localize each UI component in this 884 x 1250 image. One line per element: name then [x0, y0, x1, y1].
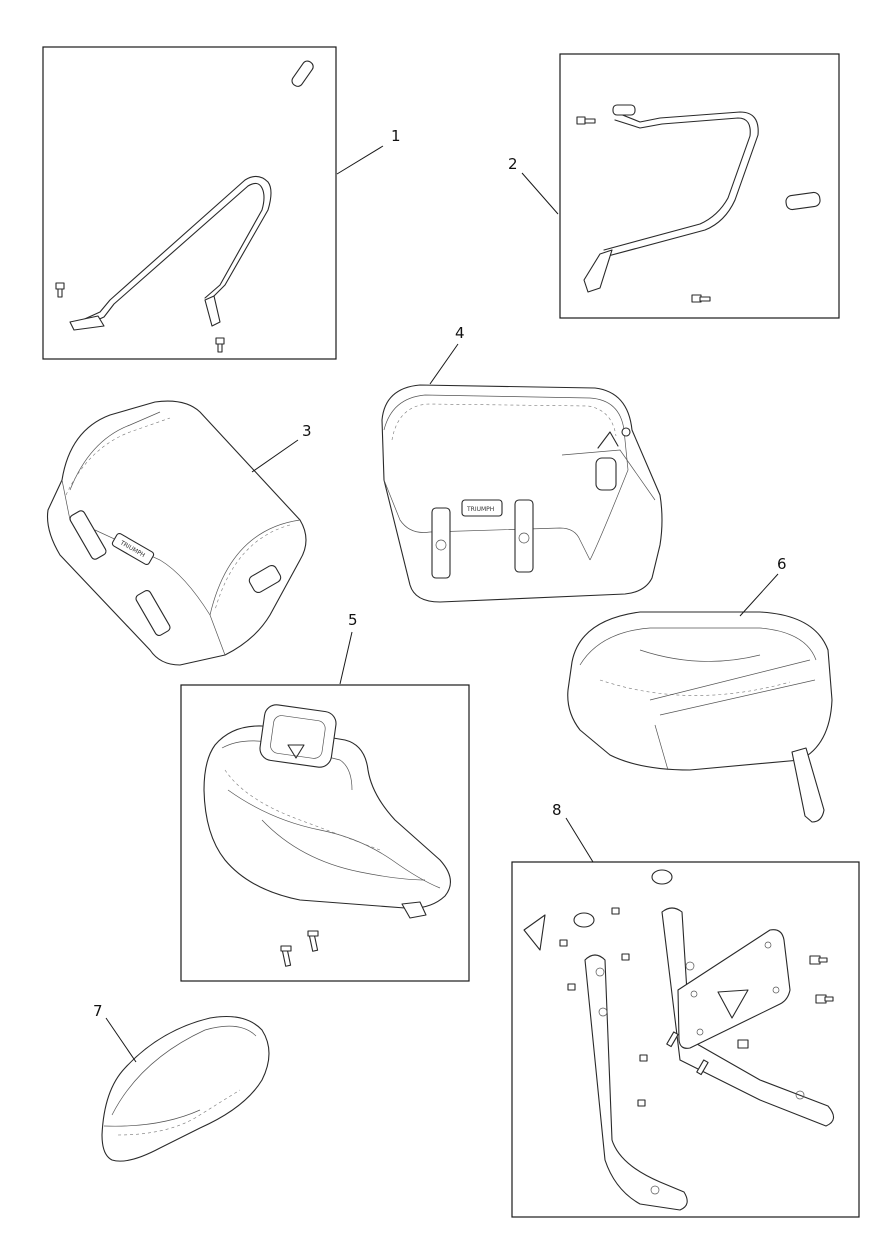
part-8-left-upright — [584, 954, 688, 1211]
part-4-badge — [461, 499, 503, 517]
callout-5-leader — [339, 631, 353, 685]
part-2-bolt-a — [576, 116, 596, 125]
part-8-plate — [677, 929, 791, 1049]
part-4-pannier: TRIUMPH — [381, 384, 663, 603]
part-4-strap-b — [514, 499, 534, 573]
part-4-body — [381, 384, 663, 603]
part-2-bar — [607, 111, 759, 257]
part-3-badge — [111, 532, 155, 566]
part-6-body — [567, 611, 833, 771]
callout-4-label: 4 — [455, 324, 465, 342]
part-8-cap-a — [651, 869, 673, 885]
part-8-frame — [511, 861, 860, 1218]
callout-6-leader — [739, 573, 779, 617]
callout-6-label: 6 — [777, 555, 787, 573]
part-4-reflector — [595, 457, 617, 491]
part-1-mount-plate — [69, 315, 105, 331]
part-3-body — [46, 400, 307, 666]
part-2-frame — [559, 53, 840, 319]
part-2-end-lug — [612, 104, 636, 116]
part-2-bolt-b — [691, 294, 711, 303]
callout-1-label: 1 — [391, 127, 401, 145]
part-8-group — [511, 861, 860, 1218]
part-3-reflector — [248, 564, 282, 594]
part-3-strap-a — [69, 510, 107, 560]
part-1-bolt-a — [55, 282, 65, 298]
part-3-strap-b — [135, 589, 171, 637]
callout-7-leader — [105, 1017, 137, 1063]
part-5-bolt-b — [307, 930, 319, 952]
part-4-badge-text: TRIUMPH — [466, 506, 494, 513]
part-6-seat — [567, 611, 833, 823]
part-8-bolts — [559, 907, 834, 1107]
part-5-backrest — [259, 704, 337, 768]
part-1-group — [42, 46, 337, 360]
part-8-right-upright — [661, 907, 835, 1127]
part-4-d-ring — [597, 431, 619, 449]
callout-8-leader — [565, 817, 594, 863]
part-7-body — [101, 1015, 270, 1162]
callout-2-leader — [521, 172, 559, 215]
part-2-pad — [785, 191, 821, 211]
part-3-pannier: TRIUMPH — [46, 400, 307, 666]
part-5-mount — [401, 901, 427, 919]
callout-1-leader — [336, 145, 384, 175]
part-5-triangle-logo — [287, 744, 305, 759]
callout-4-leader — [429, 343, 459, 385]
callout-3-label: 3 — [302, 422, 312, 440]
part-5-seat — [203, 725, 451, 909]
callout-2-label: 2 — [508, 155, 518, 173]
part-1-frame — [42, 46, 337, 360]
part-1-pad — [291, 60, 314, 87]
part-1-bar — [77, 175, 272, 323]
part-1-lower-mount — [204, 295, 221, 327]
callout-8-label: 8 — [552, 801, 562, 819]
part-8-cap-b — [573, 912, 595, 928]
part-8-triangle — [523, 914, 546, 951]
part-2-mount-plate — [583, 249, 613, 293]
part-8-plate-triangle — [717, 989, 749, 1019]
part-7-pad — [101, 1015, 270, 1162]
part-2-group — [559, 53, 840, 319]
callout-7-label: 7 — [93, 1002, 103, 1020]
callout-3-leader — [251, 439, 299, 473]
part-4-strap-a — [431, 507, 451, 579]
part-5-frame — [180, 684, 470, 982]
part-5-bolt-a — [280, 945, 292, 967]
part-6-tongue — [791, 747, 825, 823]
part-5-group — [180, 684, 470, 982]
part-1-bolt-b — [215, 337, 225, 353]
callout-5-label: 5 — [348, 611, 358, 629]
